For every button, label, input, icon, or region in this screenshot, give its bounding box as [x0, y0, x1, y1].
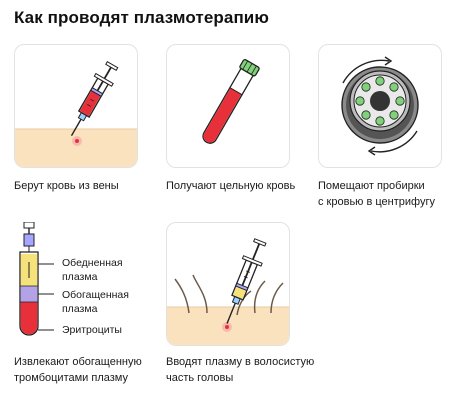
step-1-card	[14, 44, 138, 168]
step-3-card	[318, 44, 442, 168]
label-rich-plasma: Обогащенная плазма	[62, 289, 129, 315]
step-2-card	[166, 44, 290, 168]
label-poor-plasma: Обедненная плазма	[62, 257, 123, 283]
syringe-icon	[15, 61, 137, 167]
step-2-caption: Получают цельную кровь	[166, 180, 296, 192]
step-5-caption: Вводят плазму в волосистую часть головы	[166, 356, 315, 384]
step-5-card	[166, 222, 290, 346]
centrifuge-icon	[341, 56, 419, 156]
scalp-injection-icon	[167, 238, 289, 345]
blood-tube-icon	[202, 59, 260, 144]
page-title: Как проводят плазмотерапию	[14, 8, 269, 27]
step-1-caption: Берут кровь из вены	[14, 180, 119, 192]
step-4-caption: Извлекают обогащенную тромбоцитами плазм…	[14, 356, 142, 384]
step-4-figure	[14, 221, 54, 344]
step-3-caption: Помещают пробирки с кровью в центрифугу	[318, 180, 435, 208]
separated-tube-icon	[19, 221, 54, 336]
label-erythrocytes: Эритроциты	[62, 324, 122, 336]
